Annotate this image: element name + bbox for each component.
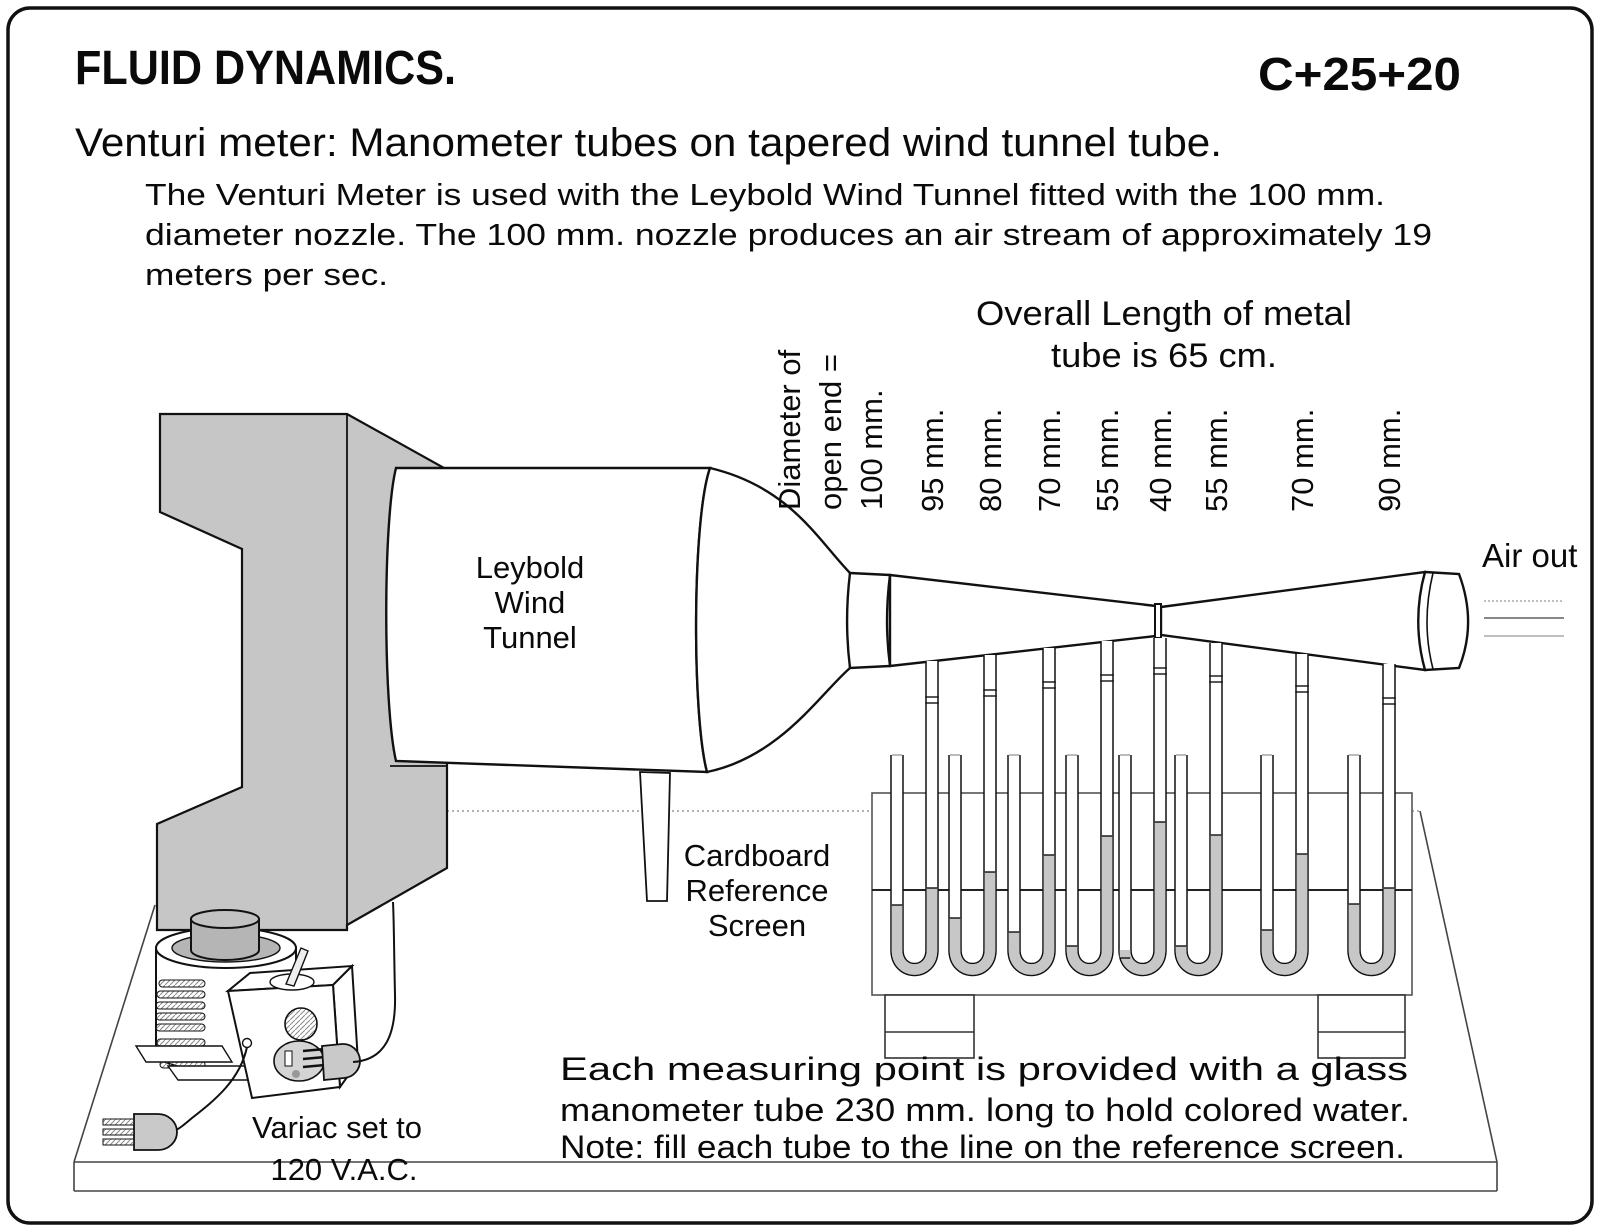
- tunnel-label-3: Tunnel: [483, 620, 577, 655]
- diameter-labels: 95 mm. 80 mm. 70 mm. 55 mm. 40 mm. 55 mm. 70 m…: [772, 349, 1407, 512]
- colored-water: [1348, 888, 1395, 975]
- venturi-converging-section: [888, 573, 1158, 668]
- air-out-lines: [1484, 600, 1564, 637]
- outlet-ring-rim: [1426, 572, 1434, 670]
- overall-length-line-1: Overall Length of metal: [976, 295, 1352, 333]
- manometer-station: [1260, 654, 1309, 977]
- venturi-throat: [1154, 603, 1162, 639]
- intro-line-2: diameter nozzle. The 100 mm. nozzle prod…: [145, 217, 1432, 252]
- variac-label-1: Variac set to: [252, 1110, 422, 1145]
- cord-grommet: [241, 1037, 253, 1049]
- diameter-label: 70 mm.: [1285, 409, 1320, 512]
- page-title: FLUID DYNAMICS.: [75, 42, 456, 95]
- diameter-label: 55 mm.: [1090, 409, 1125, 512]
- open-end-label-line: open end =: [813, 354, 848, 510]
- manometer-station: [1347, 664, 1396, 977]
- intro-line-3: meters per sec.: [145, 257, 388, 292]
- intro-line-1: The Venturi Meter is used with the Leybo…: [145, 177, 1385, 212]
- footer-line-1: Each measuring point is provided with a …: [560, 1051, 1408, 1087]
- receptacle-pin: [292, 1070, 300, 1078]
- variac-base-plate: [134, 1045, 234, 1063]
- tunnel-label-1: Leybold: [476, 550, 585, 585]
- outlet-ring: [1417, 570, 1470, 672]
- open-end-label-line: 100 mm.: [854, 389, 889, 510]
- screen-label-3: Screen: [708, 908, 806, 943]
- diameter-label: 80 mm.: [973, 409, 1008, 512]
- screen-label-2: Reference: [685, 873, 828, 908]
- page-subtitle: Venturi meter: Manometer tubes on tapere…: [75, 121, 1222, 165]
- toggle-switch: [285, 947, 309, 987]
- power-cord-tunnel: [352, 901, 397, 1063]
- variac: [102, 901, 397, 1151]
- platform-right-edge: [1419, 810, 1498, 1163]
- colored-water: [891, 888, 938, 975]
- platform-left-edge: [73, 904, 156, 1163]
- diameter-label: 95 mm.: [915, 409, 950, 512]
- venturi-diverging-section: [1159, 570, 1427, 672]
- air-out-label: Air out: [1482, 537, 1577, 574]
- tunnel-leg: [639, 771, 671, 902]
- tunnel-label-2: Wind: [495, 585, 566, 620]
- manometer-station: [948, 655, 997, 977]
- manometer-station: [1007, 648, 1056, 977]
- colored-water: [1119, 822, 1166, 975]
- wall-plug-prongs: [102, 1118, 135, 1146]
- variac-knob-body: [190, 918, 260, 961]
- stand-inner-edge-d: [346, 867, 448, 926]
- colored-water: [1261, 854, 1308, 975]
- colored-water: [1175, 835, 1222, 975]
- diameter-label: 55 mm.: [1199, 409, 1234, 512]
- wind-tunnel-stand: [155, 412, 464, 932]
- nozzle-bell: [694, 466, 852, 774]
- receptacle-slot: [284, 1050, 293, 1067]
- manometer-station: [1118, 638, 1167, 977]
- wind-tunnel: [385, 466, 892, 902]
- overall-length-line-2: tube is 65 cm.: [1051, 337, 1277, 375]
- screen-feet: [884, 994, 1406, 1059]
- indicator-lamp: [284, 1007, 318, 1041]
- wall-plug: [133, 1113, 178, 1151]
- colored-water: [1008, 855, 1055, 975]
- open-end-ring: [845, 571, 892, 670]
- screen-label-1: Cardboard: [684, 838, 830, 873]
- wall-cord: [171, 1046, 248, 1133]
- variac-label-2: 120 V.A.C.: [270, 1152, 417, 1187]
- diameter-label: 90 mm.: [1372, 409, 1407, 512]
- footer-line-2: manometer tube 230 mm. long to hold colo…: [560, 1092, 1410, 1128]
- catalog-code: C+25+20: [1258, 48, 1461, 100]
- diameter-label: 70 mm.: [1032, 409, 1067, 512]
- venturi-tube: [888, 570, 1470, 672]
- open-end-label-line: Diameter of: [772, 349, 807, 510]
- colored-water: [949, 872, 996, 975]
- manometer-station: [1174, 643, 1223, 977]
- variac-knob-top: [190, 909, 260, 929]
- diameter-label: 40 mm.: [1143, 409, 1178, 512]
- page-border: [6, 6, 1594, 1225]
- manometer-stations: [890, 638, 1396, 977]
- colored-water: [1066, 836, 1113, 975]
- manometer-station: [1065, 641, 1114, 977]
- footer-line-3: Note: fill each tube to the line on the …: [560, 1129, 1405, 1165]
- manometer-station: [890, 661, 939, 977]
